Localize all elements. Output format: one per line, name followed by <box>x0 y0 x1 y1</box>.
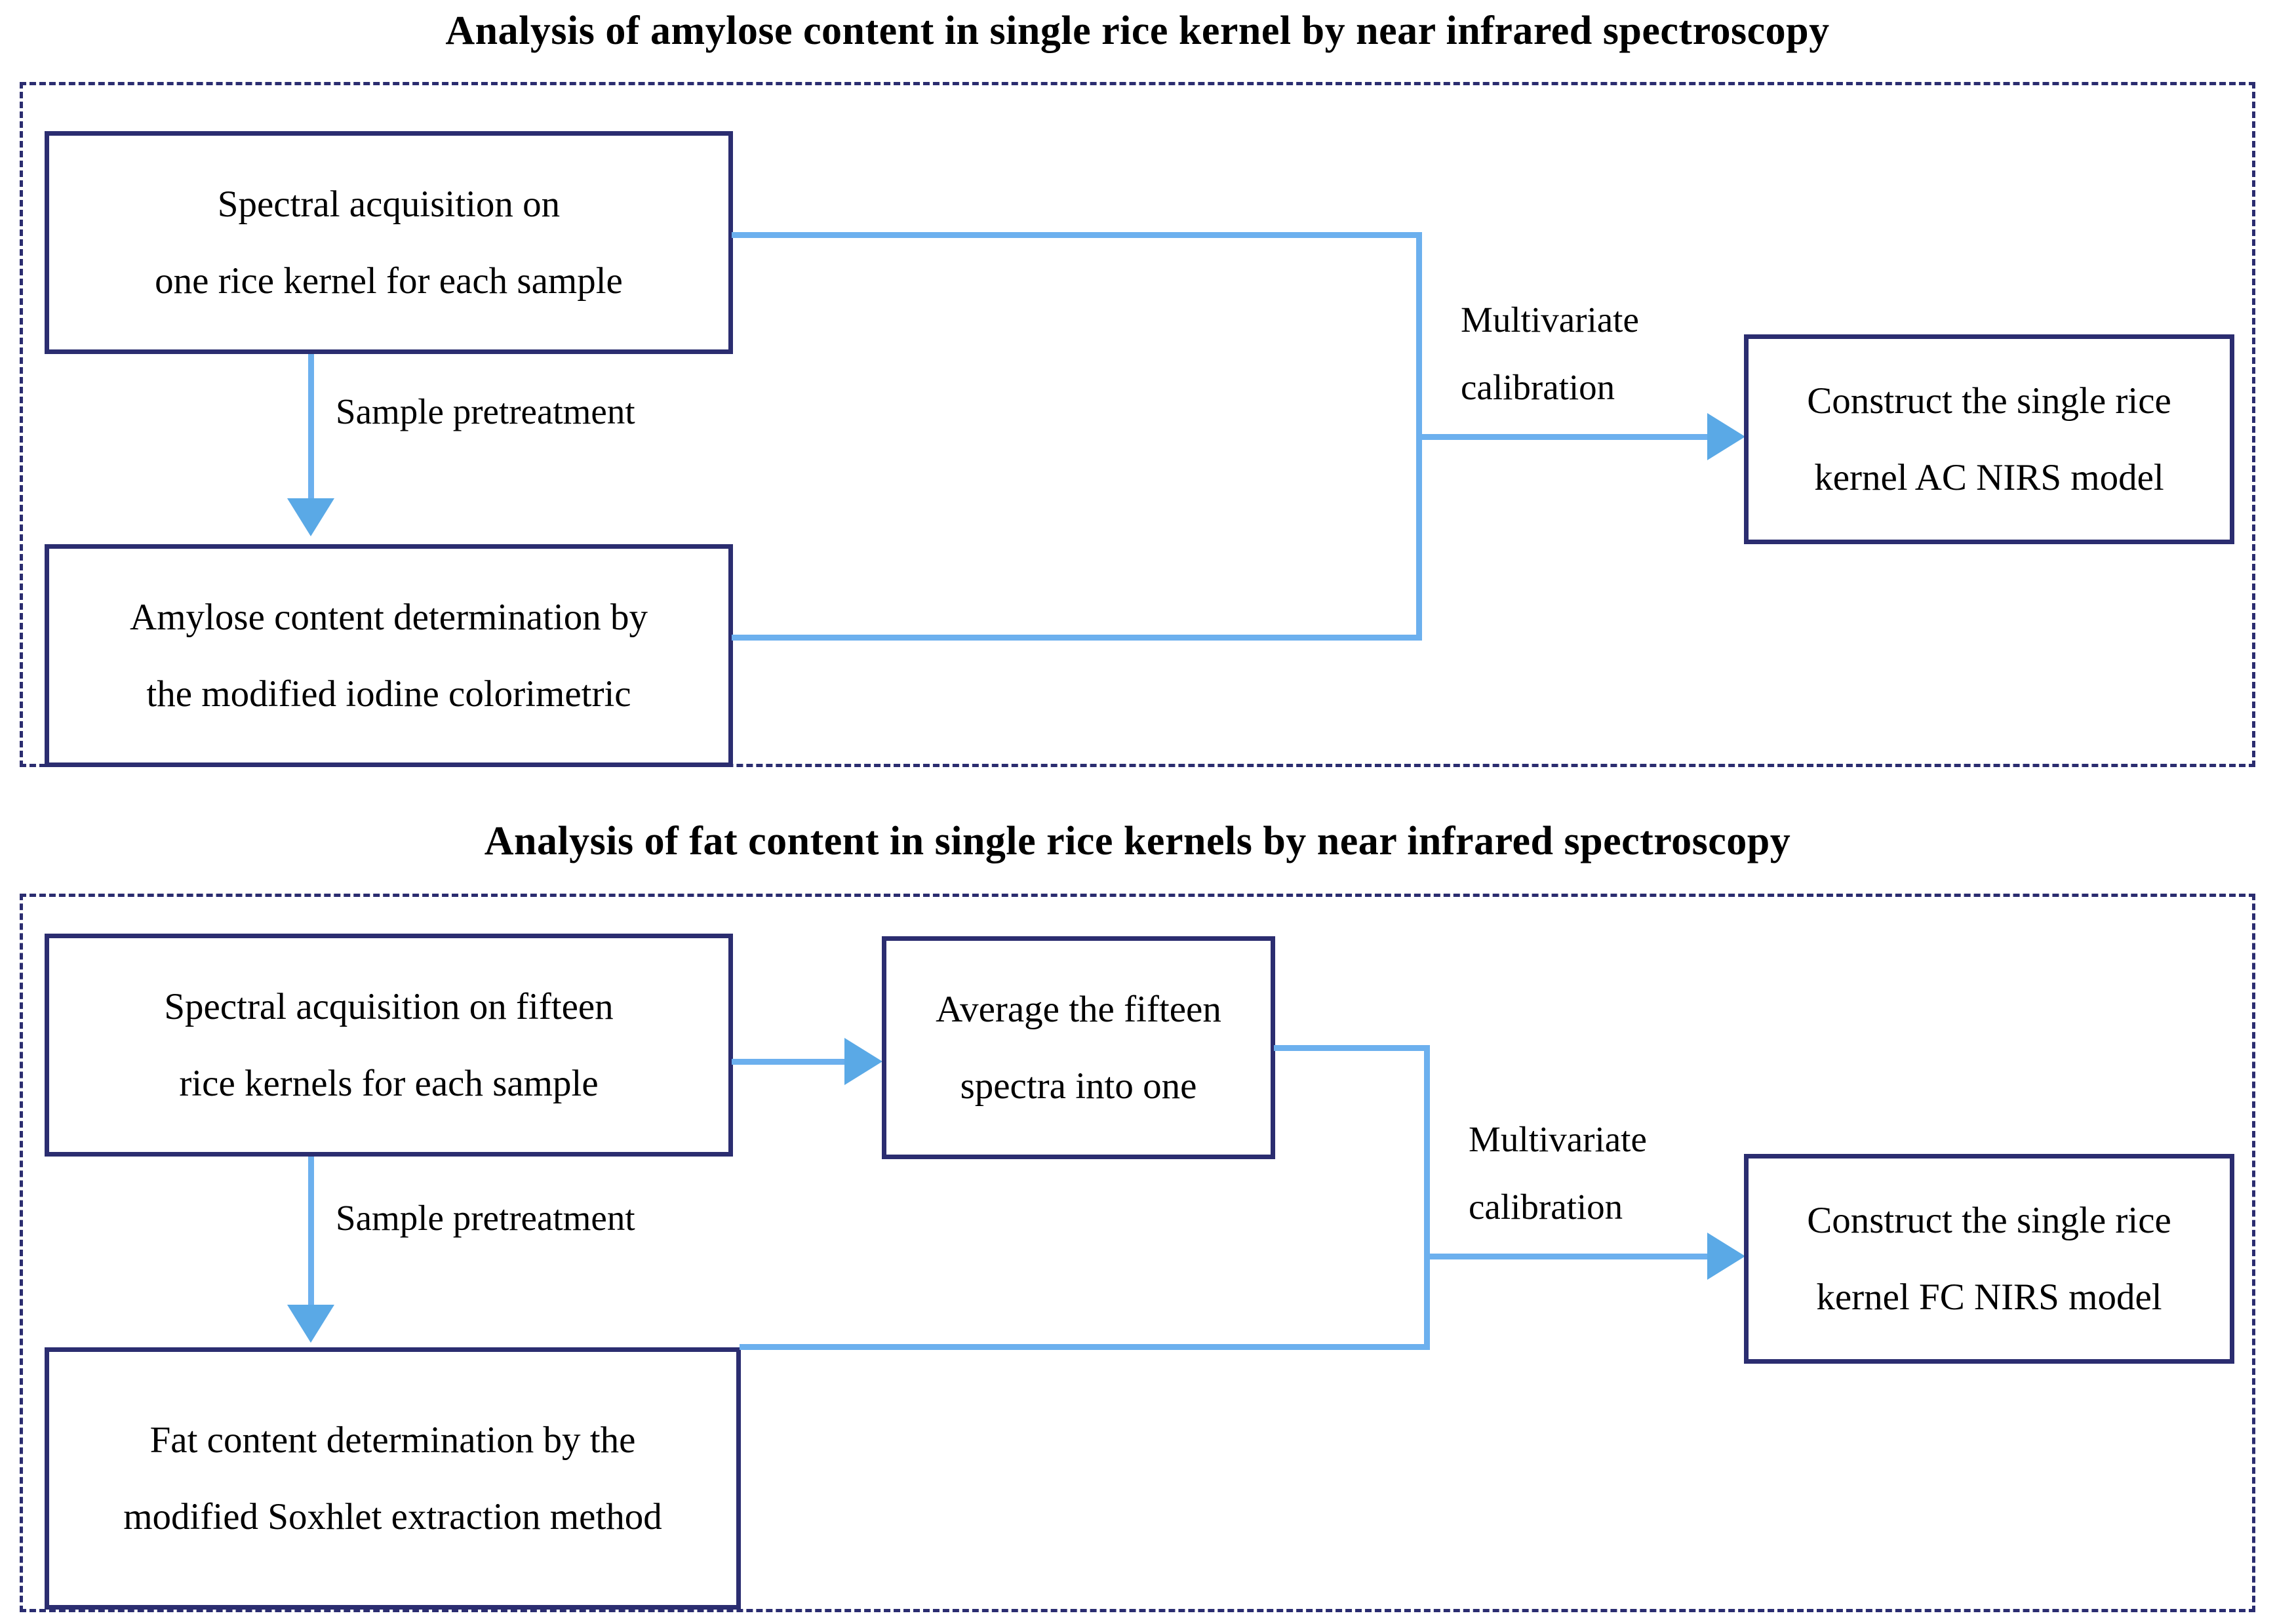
node-fat-spectral-acquisition[interactable]: Spectral acquisition on fifteen rice ker… <box>45 934 733 1157</box>
node-line-1: Amylose content determination by <box>130 597 648 638</box>
fat-pretreatment-line <box>308 1157 314 1306</box>
amylose-calibration-edge <box>1416 434 1710 440</box>
amylose-edge-from-spectral <box>732 232 1421 238</box>
amylose-section-title: Analysis of amylose content in single ri… <box>445 9 1830 53</box>
node-line-2: the modified iodine colorimetric <box>146 673 631 715</box>
node-line-2: one rice kernel for each sample <box>155 260 623 302</box>
amylose-calibration-arrowhead <box>1707 413 1745 460</box>
node-line-1: Average the fifteen <box>936 989 1221 1030</box>
amylose-pretreatment-arrowhead <box>287 498 334 536</box>
fat-edge-to-average <box>732 1059 847 1065</box>
fat-section-title: Analysis of fat content in single rice k… <box>484 819 1791 863</box>
fat-calibration-label: Multivariate calibration <box>1469 1119 1647 1227</box>
amylose-edge-from-determination <box>732 635 1421 641</box>
node-line-2: kernel AC NIRS model <box>1814 457 2164 498</box>
fat-pretreatment-label: Sample pretreatment <box>336 1198 635 1238</box>
node-line-2: spectra into one <box>960 1065 1197 1107</box>
node-line-1: Spectral acquisition on fifteen <box>164 986 614 1027</box>
fat-average-arrowhead <box>844 1038 882 1085</box>
amylose-calibration-label: Multivariate calibration <box>1461 300 1639 407</box>
node-line-1: Fat content determination by the <box>149 1419 636 1461</box>
node-fat-content-determination[interactable]: Fat content determination by the modifie… <box>45 1347 741 1610</box>
node-amylose-nirs-model[interactable]: Construct the single rice kernel AC NIRS… <box>1744 334 2234 544</box>
node-amylose-content-determination[interactable]: Amylose content determination by the mod… <box>45 544 733 767</box>
amylose-section-frame <box>20 82 2255 767</box>
fat-edge-from-determination <box>740 1344 1430 1350</box>
node-line-1: Construct the single rice <box>1807 1200 2171 1241</box>
fat-calibration-arrowhead <box>1707 1233 1745 1280</box>
node-line-1: Spectral acquisition on <box>217 184 561 225</box>
fat-calibration-edge <box>1424 1254 1710 1259</box>
node-line-1: Construct the single rice <box>1807 380 2171 422</box>
amylose-pretreatment-label: Sample pretreatment <box>336 391 635 431</box>
fat-section-frame <box>20 894 2255 1612</box>
node-fat-average-spectra[interactable]: Average the fifteen spectra into one <box>882 936 1275 1159</box>
node-amylose-spectral-acquisition[interactable]: Spectral acquisition on one rice kernel … <box>45 131 733 354</box>
fat-merge-junction <box>1424 1045 1430 1350</box>
node-line-2: modified Soxhlet extraction method <box>123 1496 662 1537</box>
fat-edge-from-average <box>1274 1045 1430 1051</box>
node-line-2: kernel FC NIRS model <box>1816 1277 2162 1318</box>
amylose-pretreatment-line <box>308 354 314 500</box>
node-line-2: rice kernels for each sample <box>179 1063 599 1104</box>
node-fat-nirs-model[interactable]: Construct the single rice kernel FC NIRS… <box>1744 1154 2234 1364</box>
fat-pretreatment-arrowhead <box>287 1305 334 1343</box>
